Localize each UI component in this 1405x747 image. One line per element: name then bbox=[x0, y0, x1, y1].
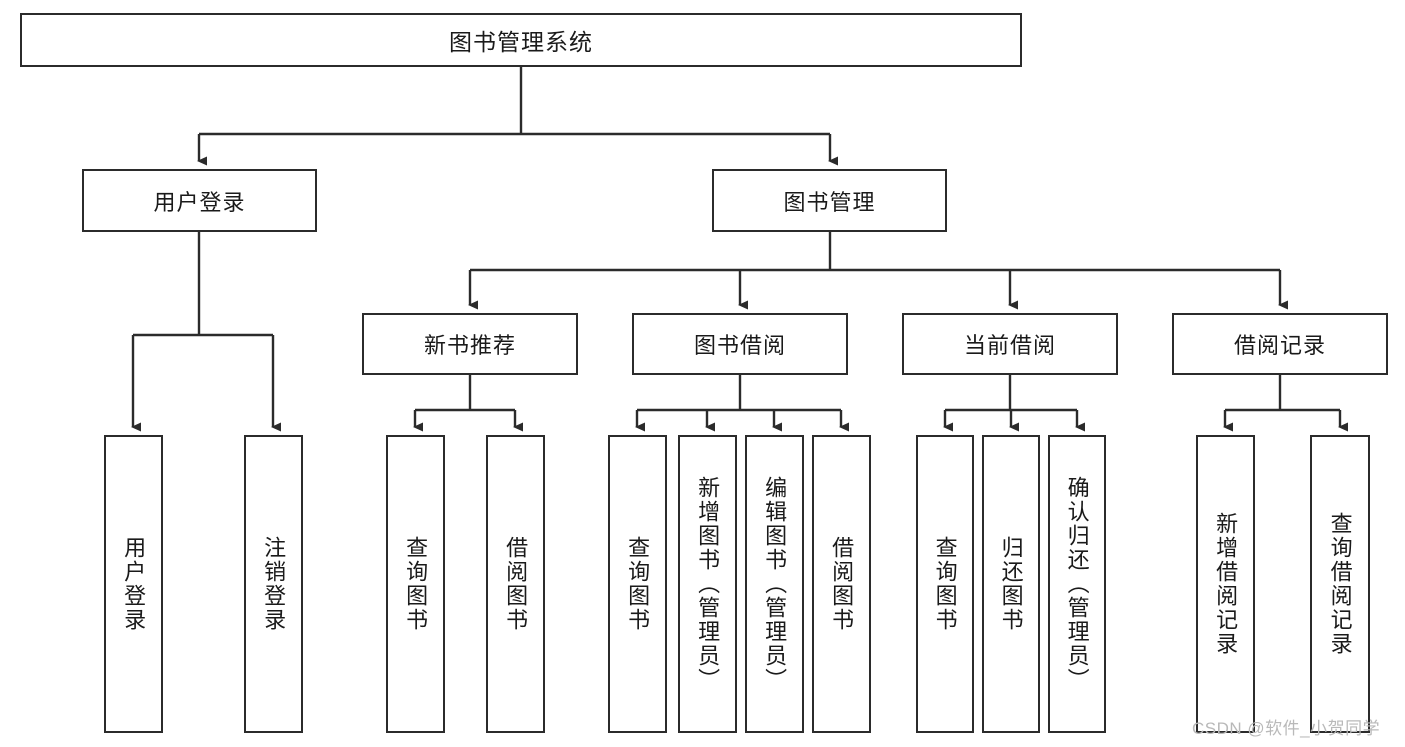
node-label: 借阅记录 bbox=[1233, 333, 1326, 358]
node-book-borrow[interactable]: 图书借阅 bbox=[632, 313, 848, 375]
leaf-query-borrow-record[interactable]: 查询借阅记录 bbox=[1310, 435, 1370, 733]
node-label: 图书管理系统 bbox=[449, 29, 593, 55]
leaf-query-book-recommend[interactable]: 查询图书 bbox=[386, 435, 445, 733]
node-label: 查询借阅记录 bbox=[1327, 512, 1353, 656]
leaf-return-book[interactable]: 归还图书 bbox=[982, 435, 1040, 733]
node-label: 图书管理 bbox=[783, 189, 876, 215]
leaf-add-borrow-record[interactable]: 新增借阅记录 bbox=[1196, 435, 1255, 733]
node-label: 查询图书 bbox=[625, 536, 651, 632]
node-label: 用户登录 bbox=[121, 536, 147, 632]
node-borrow-records[interactable]: 借阅记录 bbox=[1172, 313, 1388, 375]
node-label: 确认归还（管理员） bbox=[1064, 476, 1090, 692]
node-current-borrow[interactable]: 当前借阅 bbox=[902, 313, 1118, 375]
node-label: 新增图书（管理员） bbox=[695, 476, 721, 692]
node-label: 新增借阅记录 bbox=[1213, 512, 1239, 656]
node-label: 借阅图书 bbox=[503, 536, 529, 632]
csdn-watermark: CSDN @软件_小贺同学 bbox=[1192, 719, 1381, 738]
leaf-borrow-book-recommend[interactable]: 借阅图书 bbox=[486, 435, 545, 733]
node-label: 新书推荐 bbox=[423, 333, 516, 358]
node-label: 图书借阅 bbox=[693, 333, 786, 358]
node-label: 注销登录 bbox=[261, 536, 287, 632]
node-user-login[interactable]: 用户登录 bbox=[82, 169, 317, 232]
leaf-confirm-return-admin[interactable]: 确认归还（管理员） bbox=[1048, 435, 1106, 733]
leaf-user-login[interactable]: 用户登录 bbox=[104, 435, 163, 733]
node-label: 查询图书 bbox=[932, 536, 958, 632]
leaf-add-book-admin[interactable]: 新增图书（管理员） bbox=[678, 435, 737, 733]
leaf-query-book-borrow[interactable]: 查询图书 bbox=[608, 435, 667, 733]
leaf-edit-book-admin[interactable]: 编辑图书（管理员） bbox=[745, 435, 804, 733]
node-new-book-recommend[interactable]: 新书推荐 bbox=[362, 313, 578, 375]
node-label: 用户登录 bbox=[153, 189, 246, 215]
leaf-user-logout[interactable]: 注销登录 bbox=[244, 435, 303, 733]
node-label: 归还图书 bbox=[998, 536, 1024, 632]
node-book-management[interactable]: 图书管理 bbox=[712, 169, 947, 232]
node-label: 查询图书 bbox=[403, 536, 429, 632]
node-label: 借阅图书 bbox=[829, 536, 855, 632]
leaf-borrow-book[interactable]: 借阅图书 bbox=[812, 435, 871, 733]
node-root-system[interactable]: 图书管理系统 bbox=[20, 13, 1022, 67]
node-label: 编辑图书（管理员） bbox=[762, 476, 788, 692]
leaf-query-book-current[interactable]: 查询图书 bbox=[916, 435, 974, 733]
node-label: 当前借阅 bbox=[963, 333, 1056, 358]
